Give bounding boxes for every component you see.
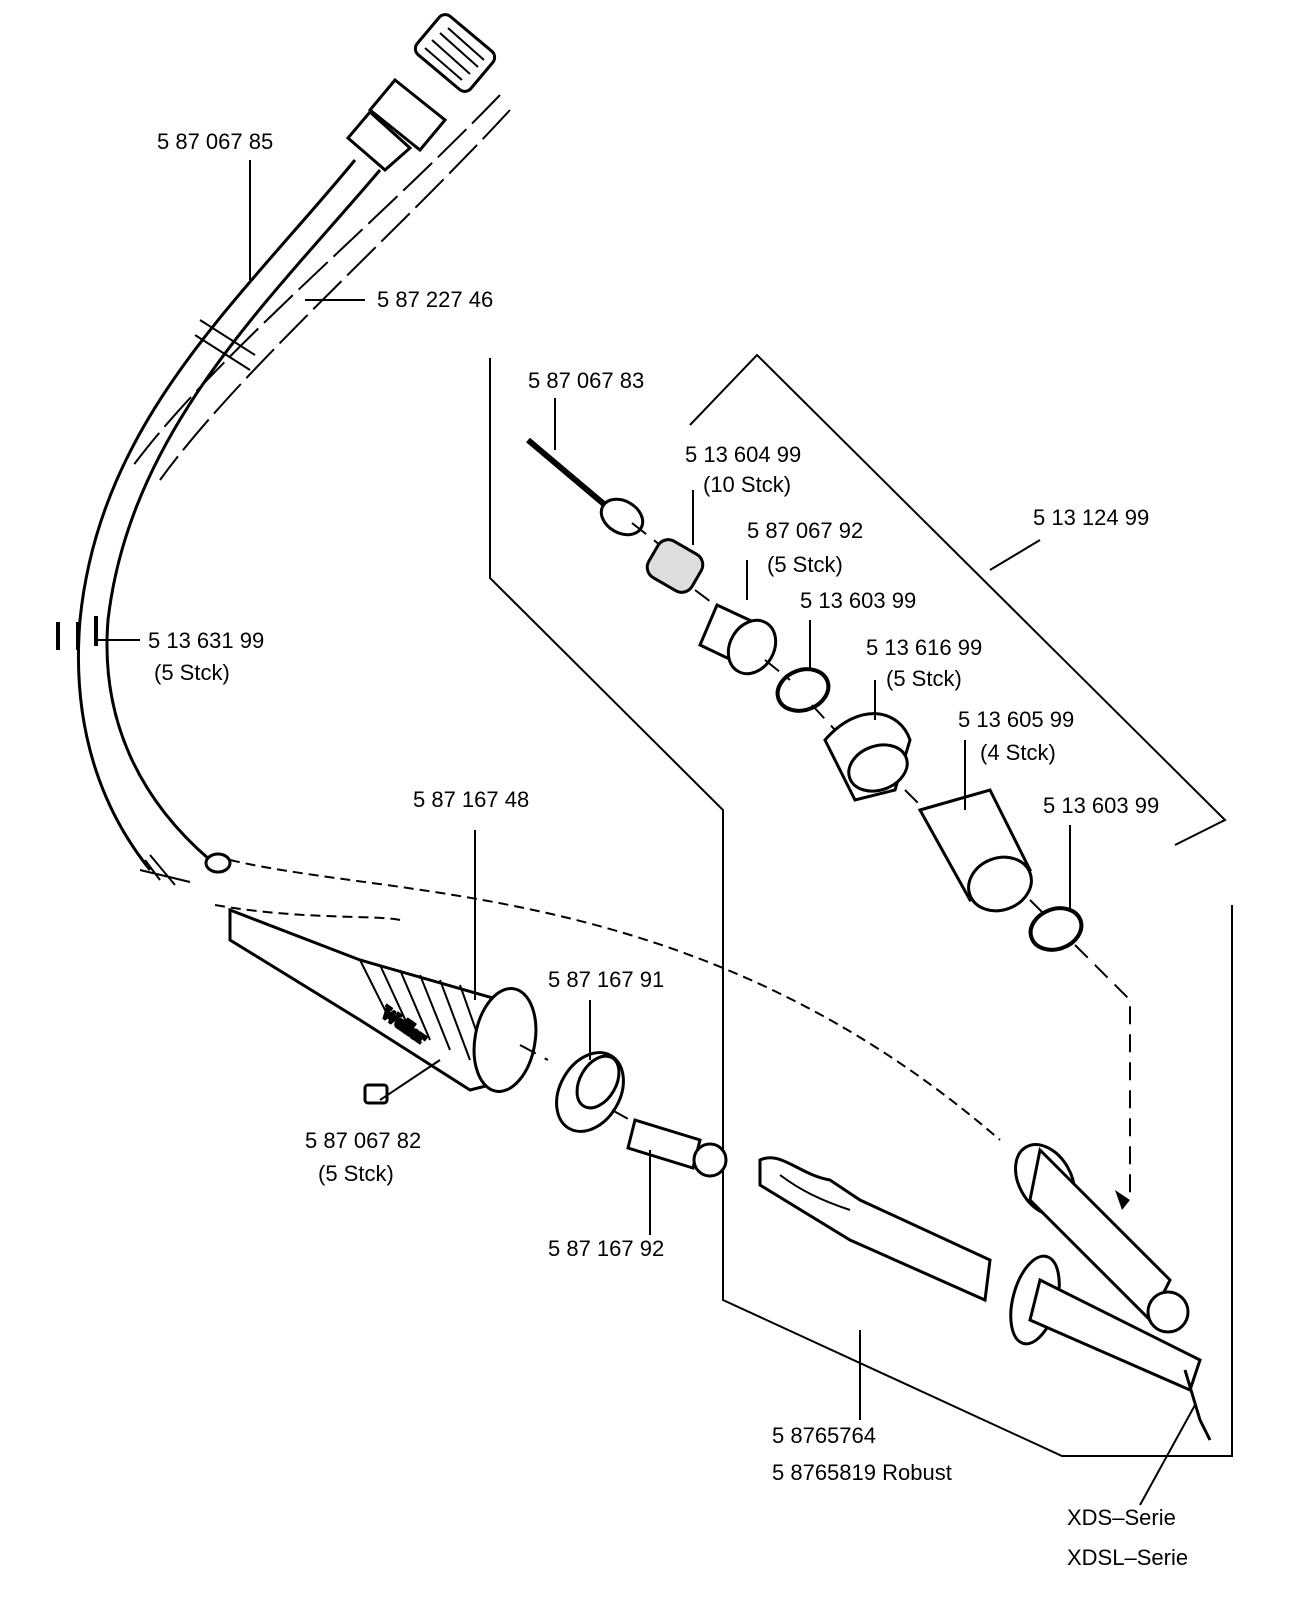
label-kit: 5 13 124 99 [1033,505,1149,530]
label-cap-qty: (5 Stck) [767,552,843,577]
label-needle: 5 87 067 83 [528,368,644,393]
label-sleeve: 5 13 616 99 [866,635,982,660]
label-cap: 5 87 067 92 [747,518,863,543]
leader-lines [98,160,1196,1506]
heating-barrel [758,1156,992,1303]
assembly-guides [519,522,1131,1200]
filter-pad [645,538,705,594]
label-cable-second: 5 87 227 46 [377,287,493,312]
insert-arrow-icon [1115,1190,1130,1210]
cleaning-needle [526,437,645,537]
nozzle-housing [1014,1143,1190,1334]
label-cable-top: 5 87 067 85 [157,129,273,154]
label-ring-a: 5 13 603 99 [800,588,916,613]
assembly-frame [489,353,1233,1457]
label-handle: 5 87 167 48 [413,787,529,812]
label-screw-qty: (5 Stck) [318,1161,394,1186]
label-tool: 5 8765764 [772,1423,876,1448]
label-clip: 5 13 631 99 [148,628,264,653]
heater-sleeve [626,1118,728,1178]
label-tube: 5 13 605 99 [958,707,1074,732]
label-filter-qty: (10 Stck) [703,472,791,497]
tool-head [1009,1254,1212,1441]
sleeve-tube [917,788,1033,913]
glass-sleeve [823,712,912,802]
label-tool-robust: 5 8765819 Robust [772,1460,952,1485]
label-tip-series-1: XDS–Serie [1067,1505,1176,1530]
retaining-nut [555,1051,625,1133]
handle-body: Weller [228,907,538,1093]
filter-cap [698,602,778,676]
set-screw [363,1083,389,1105]
o-ring-b [1028,906,1084,952]
label-ring-b: 5 13 603 99 [1043,793,1159,818]
label-nut: 5 87 167 91 [548,967,664,992]
label-screw: 5 87 067 82 [305,1128,421,1153]
cable-connector [345,13,497,172]
label-tip-series-2: XDSL–Serie [1067,1545,1188,1570]
cable-assembly [56,13,1001,1141]
label-sleeve-qty: (5 Stck) [886,666,962,691]
label-clip-qty: (5 Stck) [154,660,230,685]
label-tube-qty: (4 Stck) [980,740,1056,765]
label-filter: 5 13 604 99 [685,442,801,467]
o-ring-a [775,667,831,713]
label-heater: 5 87 167 92 [548,1236,664,1261]
